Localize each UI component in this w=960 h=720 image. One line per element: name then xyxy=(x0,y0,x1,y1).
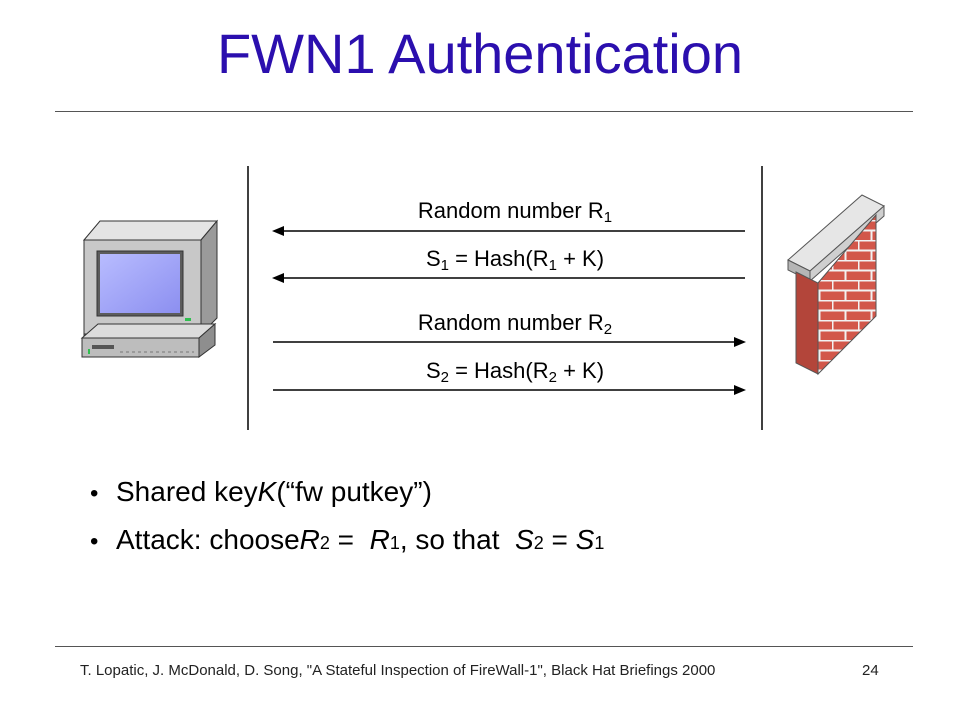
bullet-shared-key: • Shared key K (“fw putkey”) xyxy=(90,476,432,507)
footer-divider xyxy=(55,646,913,647)
slide-title: FWN1 Authentication xyxy=(216,22,744,85)
page-number: 24 xyxy=(862,662,879,679)
arrow-4 xyxy=(273,385,746,395)
bullet-list: • Shared key K (“fw putkey”) • Attack: c… xyxy=(90,476,604,572)
title-divider xyxy=(55,111,913,112)
footer-citation: T. Lopatic, J. McDonald, D. Song, "A Sta… xyxy=(80,662,716,679)
message-3-label: Random number R2 xyxy=(417,310,613,338)
computer-icon xyxy=(80,219,219,358)
bullet-dot: • xyxy=(90,480,99,507)
message-4-label: S2 = Hash(R2 + K) xyxy=(425,358,605,386)
arrow-2 xyxy=(272,273,745,283)
arrow-1 xyxy=(272,226,745,236)
arrow-3 xyxy=(273,337,746,347)
message-1-label: Random number R1 xyxy=(417,198,613,226)
message-2-label: S1 = Hash(R1 + K) xyxy=(425,246,605,274)
firewall-icon xyxy=(787,194,885,376)
bullet-dot: • xyxy=(90,528,99,555)
